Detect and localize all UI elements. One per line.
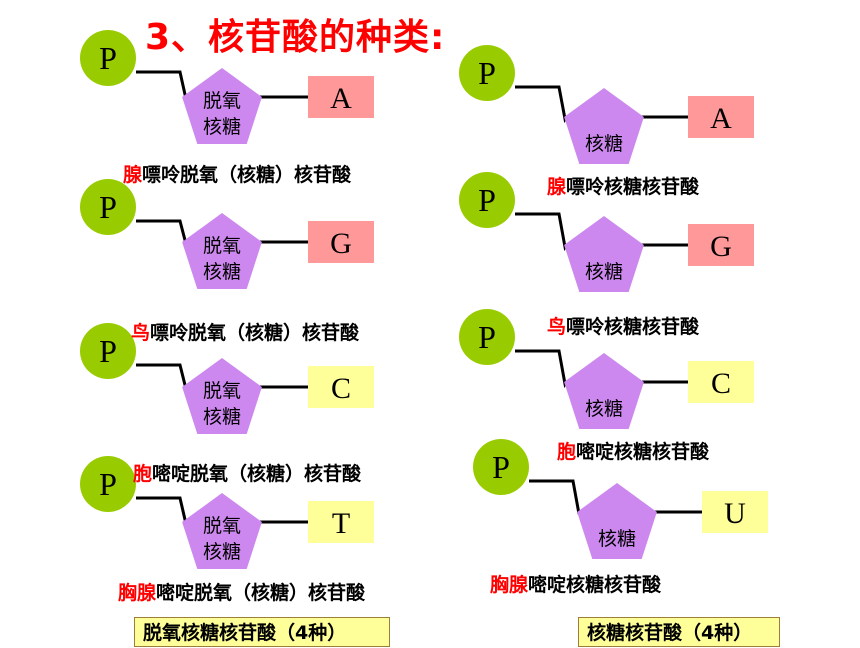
phosphate-link-right-1 [515, 212, 568, 252]
phosphate-circle-right-0 [459, 45, 515, 101]
name-rest-left-0: 嘌呤脱氧（核糖）核苷酸 [142, 164, 352, 186]
phosphate-link-right-2 [515, 349, 568, 389]
sugar-pentagon-left-3 [182, 493, 262, 569]
base-label-left-0: A [330, 82, 352, 115]
name-highlight-left-2: 胞 [133, 463, 153, 485]
phosphate-label-right-0: P [478, 55, 496, 91]
base-box-left-2 [308, 365, 374, 408]
name-rest-right-1: 嘌呤核糖核苷酸 [566, 316, 700, 338]
base-box-left-1 [308, 220, 374, 263]
base-box-right-1 [688, 223, 754, 266]
sugar-label-line2-left-2: 核糖 [203, 406, 241, 428]
name-highlight-right-0: 腺 [547, 176, 567, 198]
sugar-pentagon-right-2 [564, 353, 644, 429]
base-label-right-0: A [710, 102, 732, 135]
phosphate-link-left-0 [136, 70, 189, 105]
phosphate-circle-right-1 [459, 172, 515, 228]
page-title: 3、核苷酸的种类: [145, 17, 446, 58]
nucleotide-name-left-0: 腺嘌呤脱氧（核糖）核苷酸 [123, 160, 351, 187]
sugar-label-line2-left-1: 核糖 [203, 261, 241, 283]
base-label-left-3: T [332, 507, 350, 540]
name-highlight-right-3: 胸腺 [490, 574, 529, 596]
nucleotide-name-left-1: 鸟嘌呤脱氧（核糖）核苷酸 [131, 318, 359, 345]
base-box-right-0 [688, 95, 754, 138]
nucleotide-name-left-3: 胸腺嘧啶脱氧（核糖）核苷酸 [118, 578, 365, 605]
sugar-label-line1-left-2: 脱氧 [203, 380, 241, 402]
phosphate-circle-left-1 [80, 179, 136, 235]
name-rest-right-2: 嘧啶核糖核苷酸 [576, 441, 710, 463]
phosphate-link-left-1 [136, 219, 188, 245]
base-box-right-2 [688, 360, 754, 403]
phosphate-label-right-3: P [492, 449, 510, 485]
summary-right: 核糖核苷酸（4种） [578, 617, 780, 647]
sugar-pentagon-left-0 [182, 68, 262, 144]
sugar-pentagon-left-2 [182, 358, 262, 434]
sugar-label-line2-left-3: 核糖 [203, 541, 241, 563]
phosphate-link-right-0 [515, 85, 568, 124]
name-rest-right-3: 嘧啶核糖核苷酸 [528, 574, 662, 596]
base-label-right-2: C [711, 367, 731, 400]
phosphate-circle-right-2 [459, 309, 515, 365]
nucleotide-name-right-2: 胞嘧啶核糖核苷酸 [557, 437, 709, 464]
sugar-label-right-2: 核糖 [585, 398, 623, 420]
name-rest-right-0: 嘌呤核糖核苷酸 [566, 176, 700, 198]
phosphate-label-right-2: P [478, 319, 496, 355]
sugar-label-line1-left-0: 脱氧 [203, 90, 241, 112]
name-highlight-right-1: 鸟 [547, 316, 567, 338]
phosphate-circle-left-0 [80, 30, 136, 86]
nucleotide-name-right-0: 腺嘌呤核糖核苷酸 [547, 172, 699, 199]
phosphate-label-left-2: P [99, 333, 117, 369]
sugar-pentagon-right-1 [564, 216, 644, 292]
phosphate-circle-left-2 [80, 323, 136, 379]
phosphate-label-left-3: P [99, 466, 117, 502]
sugar-label-line2-left-0: 核糖 [203, 116, 241, 138]
sugar-pentagon-left-1 [182, 213, 262, 289]
name-highlight-right-2: 胞 [557, 441, 577, 463]
phosphate-label-left-0: P [99, 40, 117, 76]
phosphate-label-right-1: P [478, 182, 496, 218]
sugar-label-right-3: 核糖 [598, 528, 636, 550]
phosphate-circle-right-3 [473, 439, 529, 495]
phosphate-circle-left-3 [80, 456, 136, 512]
sugar-label-right-1: 核糖 [585, 261, 623, 283]
base-box-left-3 [308, 500, 374, 543]
sugar-pentagon-right-3 [577, 483, 657, 559]
phosphate-label-left-1: P [99, 189, 117, 225]
name-highlight-left-3: 胸腺 [118, 582, 157, 604]
base-label-right-3: U [724, 497, 746, 530]
base-label-right-1: G [710, 230, 732, 263]
name-highlight-left-0: 腺 [123, 164, 143, 186]
sugar-label-right-0: 核糖 [585, 133, 623, 155]
nucleotide-name-right-1: 鸟嘌呤核糖核苷酸 [547, 312, 699, 339]
nucleotide-name-right-3: 胸腺嘧啶核糖核苷酸 [490, 570, 661, 597]
base-label-left-2: C [331, 372, 351, 405]
name-highlight-left-1: 鸟 [131, 322, 151, 344]
base-box-left-0 [308, 75, 374, 118]
summary-left: 脱氧核糖核苷酸（4种） [134, 617, 390, 647]
phosphate-link-left-3 [136, 496, 189, 530]
phosphate-link-right-3 [529, 479, 581, 515]
base-label-left-1: G [330, 227, 352, 260]
sugar-pentagon-right-0 [564, 88, 644, 164]
base-box-right-3 [702, 490, 768, 533]
nucleotide-name-left-2: 胞嘧啶脱氧（核糖）核苷酸 [133, 459, 361, 486]
name-rest-left-2: 嘧啶脱氧（核糖）核苷酸 [152, 463, 362, 485]
name-rest-left-3: 嘧啶脱氧（核糖）核苷酸 [156, 582, 366, 604]
phosphate-link-left-2 [136, 363, 188, 390]
sugar-label-line1-left-1: 脱氧 [203, 235, 241, 257]
sugar-label-line1-left-3: 脱氧 [203, 515, 241, 537]
name-rest-left-1: 嘌呤脱氧（核糖）核苷酸 [150, 322, 360, 344]
